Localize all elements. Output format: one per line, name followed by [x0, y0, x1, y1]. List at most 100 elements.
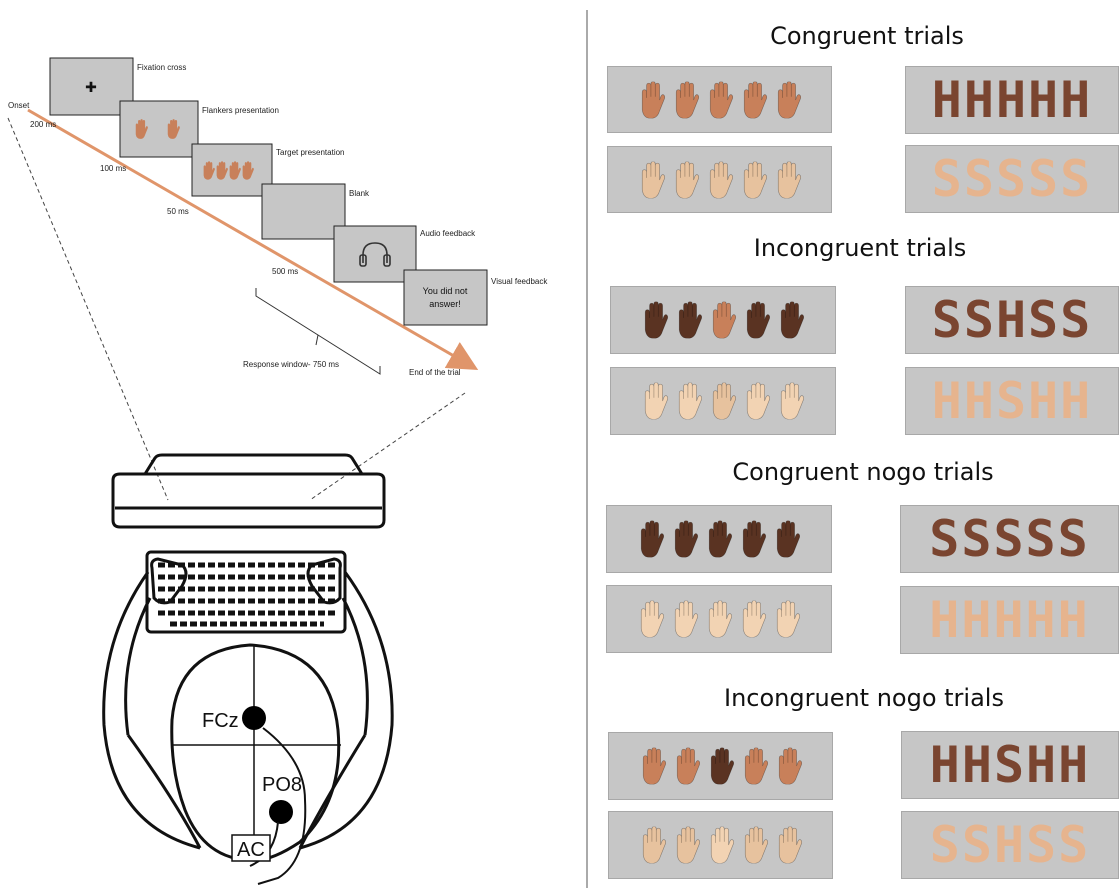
screen-label: Target presentation — [276, 148, 345, 157]
reference-label: AC — [237, 839, 265, 861]
section-title: Incongruent trials — [754, 234, 967, 262]
hand-icon — [741, 81, 767, 119]
audio-feedback-screen — [333, 225, 417, 283]
right-hand — [306, 557, 342, 605]
screen-label: Visual feedback — [491, 277, 548, 286]
hand-icon — [778, 301, 804, 339]
hand-icon — [640, 747, 666, 785]
hand-icon — [740, 520, 766, 558]
trial-timeline: Onset 200 ms 100 ms 50 ms 500 ms ✚ Fixat… — [7, 57, 548, 501]
hand-icon — [742, 826, 768, 864]
hand-icon — [672, 520, 698, 558]
onset-label: Onset — [8, 101, 30, 110]
letter-stimulus-panel: HHHHH — [905, 66, 1119, 134]
hand-icon — [642, 301, 668, 339]
hand-icon — [642, 382, 668, 420]
hand-icon — [707, 161, 733, 199]
screen-label: Audio feedback — [420, 229, 476, 238]
letter-stimulus-panel: HHHHH — [900, 586, 1119, 654]
keyboard — [145, 550, 347, 634]
hand-icon — [674, 747, 700, 785]
letter-string: SSHSS — [929, 816, 1091, 874]
monitor — [111, 472, 386, 529]
section-title: Congruent trials — [770, 22, 964, 50]
section-title: Congruent nogo trials — [732, 458, 993, 486]
electrode-label-po8: PO8 — [262, 774, 302, 796]
electrode-po8 — [269, 800, 293, 824]
fixation-screen — [49, 57, 134, 116]
hand-icon — [640, 826, 666, 864]
hand-icon — [775, 81, 801, 119]
hand-icon — [638, 600, 664, 638]
projection-line — [309, 392, 466, 501]
hand-icon — [774, 520, 800, 558]
response-window-label: Response window- 750 ms — [243, 360, 339, 369]
time-arrow — [27, 108, 479, 371]
hand-stimulus-panel — [606, 505, 832, 573]
hand-icon — [776, 826, 802, 864]
letter-stimulus-panel: HHSHH — [901, 731, 1119, 799]
electrode-fcz — [242, 706, 266, 730]
hand-stimulus-panel — [610, 367, 836, 435]
hand-icon — [742, 747, 768, 785]
hand-stimulus-panel — [608, 732, 833, 800]
body-outline — [102, 571, 201, 850]
hand-icon — [740, 600, 766, 638]
headphones-icon — [359, 242, 391, 267]
letter-string: SSSSS — [929, 510, 1090, 568]
hand-icon — [676, 382, 702, 420]
letter-stimulus-panel: SSSSS — [905, 145, 1119, 213]
letter-string: HHHHH — [931, 71, 1093, 129]
hand-icon — [676, 301, 702, 339]
hand-icon — [639, 81, 665, 119]
hand-icon — [708, 826, 734, 864]
participant-setup — [102, 453, 394, 885]
fixation-cross-icon: ✚ — [85, 79, 97, 95]
letter-stimulus-panel: SSHSS — [905, 286, 1119, 354]
response-window-tick — [315, 334, 319, 346]
feedback-text: You did not — [423, 286, 468, 296]
letter-string: HHHHH — [929, 591, 1090, 649]
left-hand — [150, 557, 188, 605]
duration-label: 50 ms — [167, 207, 189, 216]
hand-icon — [638, 520, 664, 558]
hand-icon — [639, 161, 665, 199]
letter-stimulus-panel: SSSSS — [900, 505, 1119, 573]
hand-stimulus-panel — [607, 146, 832, 213]
letter-string: HHSHH — [931, 372, 1093, 430]
hand-icon — [776, 747, 802, 785]
head — [170, 643, 341, 862]
hand-icon — [744, 382, 770, 420]
electrode-cable — [257, 727, 307, 885]
hand-icon — [744, 301, 770, 339]
hand-icon — [778, 382, 804, 420]
letter-string: HHSHH — [929, 736, 1091, 794]
hand-icon — [774, 600, 800, 638]
hand-icon — [673, 161, 699, 199]
letter-string: SSSSS — [931, 150, 1093, 208]
end-of-trial-label: End of the trial — [409, 368, 461, 377]
section-title: Incongruent nogo trials — [724, 684, 1004, 712]
hand-stimulus-panel — [606, 585, 832, 653]
hand-icon — [706, 520, 732, 558]
hand-icon — [706, 600, 732, 638]
letter-stimulus-panel: SSHSS — [901, 811, 1119, 879]
hand-icon — [674, 826, 700, 864]
hand-stimulus-panel — [607, 66, 832, 133]
hand-icon — [673, 81, 699, 119]
letter-string: SSHSS — [931, 291, 1093, 349]
duration-label: 500 ms — [272, 267, 298, 276]
hand-icon — [710, 382, 736, 420]
blank-screen — [261, 183, 346, 240]
electrode-label-fcz: FCz — [202, 710, 239, 732]
visual-feedback-screen — [403, 269, 488, 326]
keyboard-keys — [158, 562, 336, 627]
screen-label: Flankers presentation — [202, 106, 279, 115]
hand-icon — [708, 747, 734, 785]
letter-stimulus-panel: HHSHH — [905, 367, 1119, 435]
hand-icon — [710, 301, 736, 339]
duration-label: 200 ms — [30, 120, 56, 129]
hand-icon — [672, 600, 698, 638]
hand-stimulus-panel — [610, 286, 836, 354]
